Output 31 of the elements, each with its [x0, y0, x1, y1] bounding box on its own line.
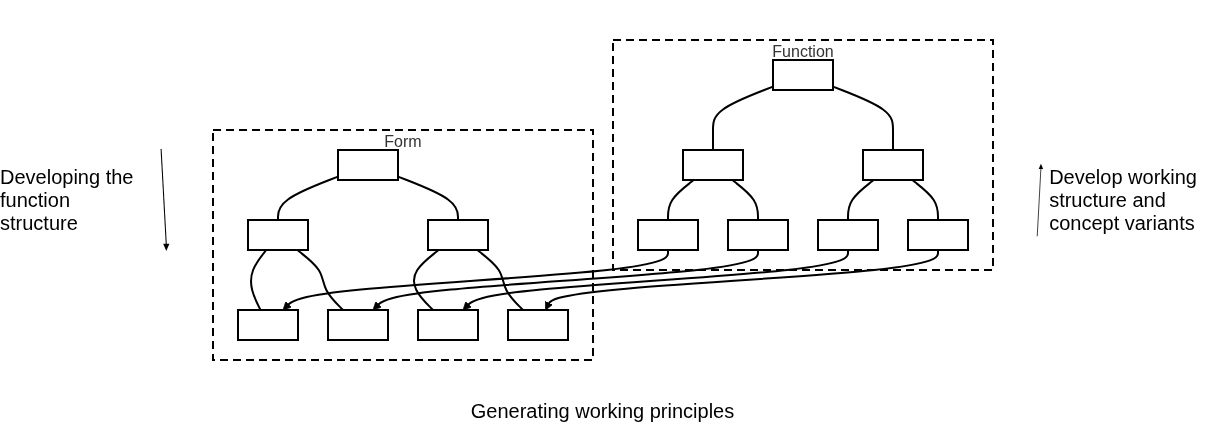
node-box	[506, 309, 569, 341]
connector	[730, 179, 759, 221]
node-box	[681, 149, 744, 181]
arrow	[282, 249, 669, 311]
connector	[910, 179, 939, 221]
node-box	[246, 219, 309, 251]
node-box	[906, 219, 969, 251]
cluster: Function	[611, 39, 994, 271]
connector	[412, 249, 440, 311]
arrow	[544, 249, 939, 311]
connector	[249, 249, 267, 311]
connector	[475, 249, 524, 311]
node-box	[861, 149, 924, 181]
node-box	[336, 149, 399, 181]
process-label: Developing the function structure	[0, 165, 135, 235]
connector	[666, 179, 695, 221]
arrow	[462, 249, 849, 311]
connector	[295, 249, 344, 311]
node-box	[771, 59, 834, 91]
node-box	[636, 219, 699, 251]
cluster: Form	[211, 129, 594, 361]
connector	[846, 179, 875, 221]
node-box	[726, 219, 789, 251]
node-box	[326, 309, 389, 341]
arrow	[372, 249, 759, 311]
process-label: Generating working principles	[470, 400, 735, 423]
node-box	[236, 309, 299, 341]
process-label: Develop working structure and concept variants	[1049, 165, 1198, 235]
node-box	[816, 219, 879, 251]
node-box	[426, 219, 489, 251]
node-box	[416, 309, 479, 341]
